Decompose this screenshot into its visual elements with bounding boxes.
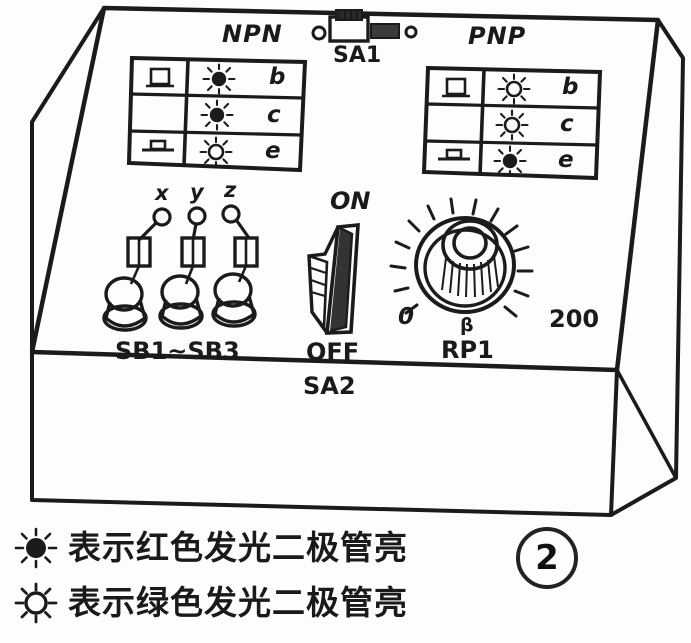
npn-table — [126, 55, 308, 173]
push-button-sb3 — [211, 265, 257, 328]
jack-z — [221, 204, 241, 224]
transistor-package-flat-icon — [144, 67, 176, 88]
push-buttons[interactable] — [102, 265, 257, 332]
npn-pin-c: c — [267, 102, 281, 128]
pnp-pin-b: b — [562, 74, 579, 100]
instrument-case-outline — [29, 5, 685, 517]
jack-label-z: z — [224, 178, 237, 202]
test-jacks[interactable] — [126, 204, 259, 268]
pnp-table-title: PNP — [468, 22, 527, 50]
potentiometer-knob-rp1[interactable] — [389, 197, 534, 318]
legend-text-green: 表示绿色发光二极管亮 — [68, 583, 408, 622]
knob-parameter-beta: β — [460, 314, 474, 336]
rocker-switch-sa2[interactable] — [307, 222, 360, 335]
legend-icons — [14, 527, 58, 624]
slide-switch-icon[interactable] — [311, 9, 418, 43]
slide-switch-label: SA1 — [333, 43, 382, 68]
figure-number-badge: 2 — [516, 527, 578, 589]
green-led-lit-icon — [495, 109, 529, 141]
transistor-package-flat-icon — [440, 77, 472, 98]
knob-label-rp1: RP1 — [441, 336, 494, 364]
red-led-lit-icon — [493, 145, 527, 177]
rocker-off-label: OFF — [306, 338, 360, 366]
rocker-switch-label: SA2 — [303, 372, 356, 400]
push-button-sb1 — [102, 265, 148, 332]
push-buttons-label: SB1~SB3 — [115, 337, 240, 365]
npn-table-title: NPN — [222, 20, 283, 48]
pnp-table — [421, 65, 603, 181]
transistor-package-side-icon — [140, 139, 176, 152]
jack-label-y: y — [190, 180, 204, 204]
push-button-sb2 — [158, 265, 204, 330]
legend-text-red: 表示红色发光二极管亮 — [68, 528, 408, 567]
red-led-lit-icon — [202, 63, 236, 95]
jack-y — [187, 206, 207, 226]
jack-label-x: x — [155, 181, 169, 205]
knob-scale-max: 200 — [549, 305, 600, 333]
rocker-on-label: ON — [330, 187, 371, 215]
red-led-lit-icon — [26, 538, 46, 558]
pnp-pin-c: c — [560, 111, 574, 137]
npn-pin-b: b — [269, 64, 286, 90]
npn-pin-e: e — [265, 138, 281, 164]
green-led-lit-icon — [497, 73, 531, 105]
knob-scale-min: 0 — [398, 304, 415, 330]
green-led-lit-icon — [199, 136, 233, 168]
red-led-lit-icon — [200, 99, 234, 131]
knob-scale-ticks — [389, 197, 534, 318]
pnp-pin-e: e — [558, 147, 574, 173]
transistor-package-side-icon — [436, 148, 472, 161]
green-led-lit-icon — [24, 591, 48, 615]
jack-x — [152, 207, 172, 227]
